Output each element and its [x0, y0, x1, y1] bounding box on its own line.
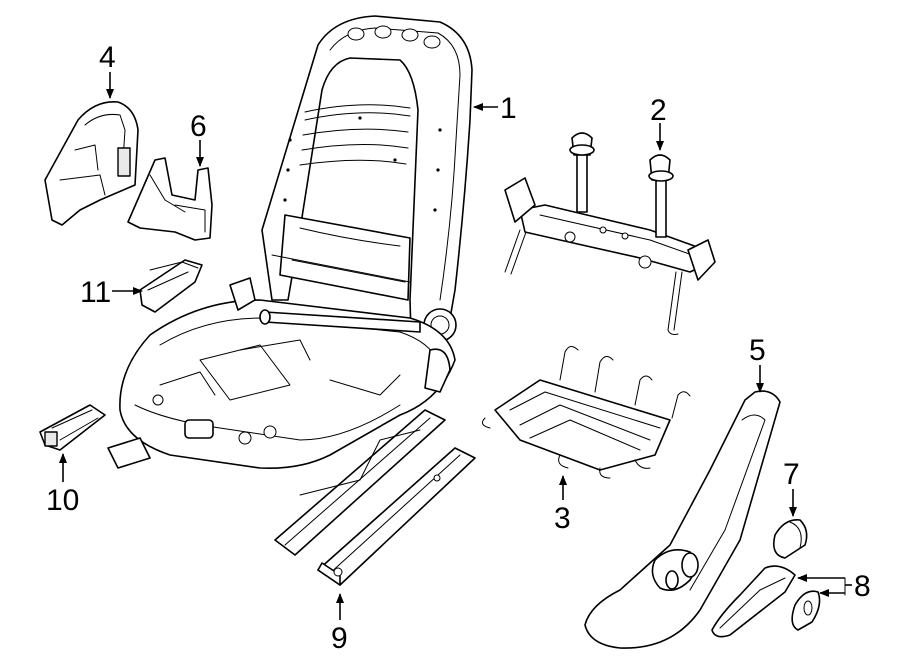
callout-4: 4: [99, 41, 116, 99]
callout-label-4: 4: [99, 41, 116, 74]
part-5-side-trim: [584, 390, 781, 649]
callout-6: 6: [190, 110, 207, 167]
callout-1: 1: [473, 92, 517, 125]
callout-label-6: 6: [190, 110, 207, 143]
part-4-side-shield: [44, 101, 139, 226]
callout-label-9: 9: [331, 622, 348, 655]
callout-2: 2: [650, 94, 667, 151]
callout-label-3: 3: [554, 502, 571, 535]
part-6-bracket-cover: [127, 157, 213, 241]
callout-label-11: 11: [80, 276, 111, 309]
callout-label-1: 1: [500, 92, 517, 125]
callout-10: 10: [46, 453, 79, 517]
part-10-bracket: [39, 404, 106, 451]
callout-8: 8: [797, 570, 871, 603]
callout-5: 5: [749, 334, 766, 393]
part-2-support-bracket: [504, 132, 716, 335]
callout-7: 7: [783, 458, 800, 517]
callout-label-8: 8: [854, 570, 871, 603]
callout-label-5: 5: [749, 334, 766, 367]
part-1-seat-frame: [107, 15, 473, 470]
part-9-seat-track: [274, 409, 476, 586]
callout-label-10: 10: [46, 484, 79, 517]
part-11-cover: [139, 259, 203, 313]
part-3-spring-mat: [481, 346, 691, 479]
callout-label-7: 7: [783, 458, 800, 491]
callout-11: 11: [80, 276, 143, 309]
callout-3: 3: [554, 475, 571, 535]
callout-label-2: 2: [650, 94, 667, 127]
part-8-switch-handles: [711, 565, 821, 638]
part-7-knob: [772, 518, 808, 559]
callout-9: 9: [331, 593, 348, 655]
